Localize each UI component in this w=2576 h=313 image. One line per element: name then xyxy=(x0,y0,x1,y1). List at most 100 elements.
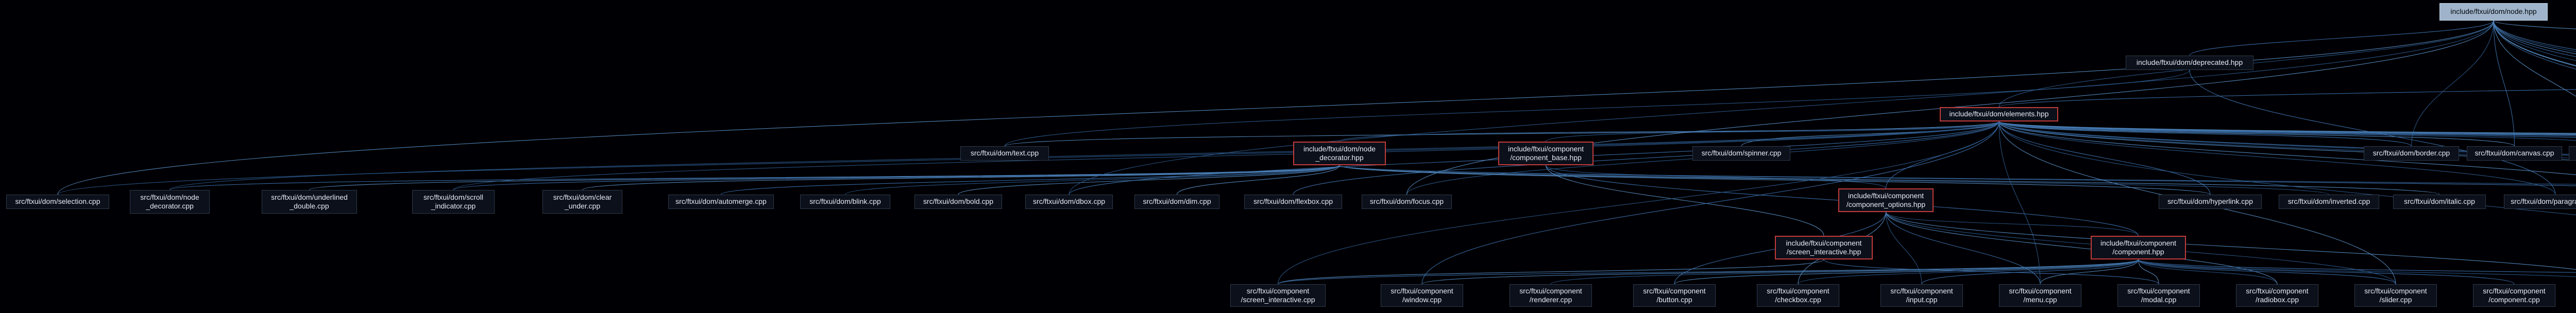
node-flexbox[interactable]: src/ftxui/dom/flexbox.cpp xyxy=(1244,195,1342,209)
node-label: /component.hpp xyxy=(2112,248,2164,256)
node-label: /input.cpp xyxy=(1906,295,1938,304)
include-edge xyxy=(1998,89,2576,108)
node-elements[interactable]: include/ftxui/dom/elements.hpp xyxy=(1940,107,2058,121)
node-node-decorator-hpp[interactable]: include/ftxui/dom/node_decorator.hpp xyxy=(1293,142,1386,165)
include-edge xyxy=(1550,259,2139,285)
node-label: include/ftxui/dom/node.hpp xyxy=(2450,7,2537,16)
include-edge xyxy=(1823,259,2159,285)
node-label: src/ftxui/component xyxy=(2127,286,2190,295)
include-edge xyxy=(1998,121,2576,134)
node-si-cpp[interactable]: src/ftxui/component/screen_interactive.c… xyxy=(1230,284,1326,307)
include-edge xyxy=(1545,165,1887,189)
node-input[interactable]: src/ftxui/component/input.cpp xyxy=(1880,284,1963,307)
include-edge xyxy=(2138,259,2515,285)
node-component-base[interactable]: include/ftxui/component/component_base.h… xyxy=(1498,142,1594,165)
node-radiobox[interactable]: src/ftxui/component/radiobox.cpp xyxy=(2236,284,2318,307)
node-scroll-indicator[interactable]: src/ftxui/dom/scroll_indicator.cpp xyxy=(412,190,495,214)
node-hyperlink[interactable]: src/ftxui/dom/hyperlink.cpp xyxy=(2159,195,2262,209)
node-label: src/ftxui/component xyxy=(1246,286,1310,295)
include-edge xyxy=(1339,165,2440,195)
node-label: src/ftxui/component xyxy=(2246,286,2309,295)
node-focus[interactable]: src/ftxui/dom/focus.cpp xyxy=(1362,195,1452,209)
include-edge xyxy=(1998,121,2576,156)
node-label: src/ftxui/dom/node xyxy=(140,193,199,201)
node-label: src/ftxui/dom/clear xyxy=(553,193,612,201)
node-window[interactable]: src/ftxui/component/window.cpp xyxy=(1381,284,1463,307)
node-label: include/ftxui/component xyxy=(2100,238,2177,247)
node-label: src/ftxui/dom/paragraph.cpp xyxy=(2511,197,2576,206)
node-menu[interactable]: src/ftxui/component/menu.cpp xyxy=(1999,284,2081,307)
node-component-cpp[interactable]: src/ftxui/component/component.cpp xyxy=(2473,284,2555,307)
node-label: src/ftxui/component xyxy=(2009,286,2072,295)
node-button[interactable]: src/ftxui/component/button.cpp xyxy=(1633,284,1716,307)
include-edge xyxy=(1339,165,2576,185)
node-label: src/ftxui/dom/dim.cpp xyxy=(1143,197,1211,206)
node-text[interactable]: src/ftxui/dom/text.cpp xyxy=(960,146,1049,161)
node-blink[interactable]: src/ftxui/dom/blink.cpp xyxy=(800,195,890,209)
node-canvas[interactable]: src/ftxui/dom/canvas.cpp xyxy=(2467,146,2562,161)
node-label: include/ftxui/dom/elements.hpp xyxy=(1949,110,2049,118)
node-checkbox[interactable]: src/ftxui/component/checkbox.cpp xyxy=(1757,284,1839,307)
include-edge xyxy=(1293,121,1999,195)
include-edge xyxy=(1885,212,2139,236)
include-edge xyxy=(1998,121,2576,159)
include-edge xyxy=(2189,69,2556,195)
include-edge xyxy=(2138,259,2278,285)
node-label: include/ftxui/dom/node xyxy=(1303,144,1376,153)
node-spinner[interactable]: src/ftxui/dom/spinner.cpp xyxy=(1692,146,1790,161)
node-label: /component.cpp xyxy=(2488,295,2540,304)
node-slider[interactable]: src/ftxui/component/slider.cpp xyxy=(2354,284,2437,307)
node-label: src/ftxui/component xyxy=(1643,286,1706,295)
include-edge xyxy=(2493,20,2576,61)
node-label: src/ftxui/dom/automerge.cpp xyxy=(675,197,767,206)
node-dim[interactable]: src/ftxui/dom/dim.cpp xyxy=(1134,195,1219,209)
include-edge xyxy=(1421,259,2139,285)
include-edge xyxy=(1277,259,2139,285)
node-modal[interactable]: src/ftxui/component/modal.cpp xyxy=(2117,284,2200,307)
node-label: src/ftxui/component xyxy=(2364,286,2427,295)
include-edge xyxy=(1004,121,1999,147)
node-automerge[interactable]: src/ftxui/dom/automerge.cpp xyxy=(668,195,774,209)
node-underlined-double[interactable]: src/ftxui/dom/underlined_double.cpp xyxy=(262,190,357,214)
node-paragraph[interactable]: src/ftxui/dom/paragraph.cpp xyxy=(2504,195,2576,209)
include-edge xyxy=(2189,20,2494,56)
include-edge xyxy=(2138,259,2576,277)
include-edge xyxy=(1277,259,1824,285)
include-edge xyxy=(1421,121,1999,285)
node-label: src/ftxui/component xyxy=(1890,286,1953,295)
node-label: /button.cpp xyxy=(1656,295,1692,304)
node-renderer[interactable]: src/ftxui/component/renderer.cpp xyxy=(1510,284,1592,307)
node-node-decorator-cpp[interactable]: src/ftxui/dom/node_decorator.cpp xyxy=(130,190,210,214)
node-dbox[interactable]: src/ftxui/dom/dbox.cpp xyxy=(1025,195,1113,209)
include-edge xyxy=(1339,121,1999,142)
include-edge xyxy=(1674,259,2139,285)
node-label: _decorator.cpp xyxy=(146,202,194,210)
node-inverted[interactable]: src/ftxui/dom/inverted.cpp xyxy=(2279,195,2379,209)
node-clear-under[interactable]: src/ftxui/dom/clear_under.cpp xyxy=(543,190,622,214)
node-label: src/ftxui/dom/underlined xyxy=(271,193,348,201)
include-edge xyxy=(1545,121,1999,142)
node-bold[interactable]: src/ftxui/dom/bold.cpp xyxy=(914,195,1002,209)
node-label: src/ftxui/component xyxy=(1519,286,1582,295)
node-deprecated[interactable]: include/ftxui/dom/deprecated.hpp xyxy=(2126,56,2253,70)
node-selection[interactable]: src/ftxui/dom/selection.cpp xyxy=(6,195,109,209)
node-label: src/ftxui/dom/canvas.cpp xyxy=(2475,149,2554,158)
node-component-hpp[interactable]: include/ftxui/component/component.hpp xyxy=(2091,236,2186,259)
node-table[interactable]: src/ftxui/dom/table.cpp xyxy=(2569,146,2576,161)
include-edge xyxy=(1998,121,2576,176)
node-label: include/ftxui/component xyxy=(1848,191,1924,200)
node-label: /renderer.cpp xyxy=(1529,295,1572,304)
node-italic[interactable]: src/ftxui/dom/italic.cpp xyxy=(2393,195,2486,209)
node-label: /component_base.hpp xyxy=(1510,153,1582,162)
node-screen-interactive-hpp[interactable]: include/ftxui/component/screen_interacti… xyxy=(1775,236,1873,259)
include-edge xyxy=(1998,121,2412,147)
include-edge xyxy=(1998,121,2576,135)
node-component-options[interactable]: include/ftxui/component/component_option… xyxy=(1838,188,1934,212)
node-border[interactable]: src/ftxui/dom/border.cpp xyxy=(2364,146,2459,161)
node-label: _indicator.cpp xyxy=(431,202,476,210)
node-label: include/ftxui/component xyxy=(1786,238,1862,247)
node-label: src/ftxui/dom/hyperlink.cpp xyxy=(2167,197,2253,206)
node-root[interactable]: include/ftxui/dom/node.hpp xyxy=(2439,3,2548,21)
include-edge xyxy=(582,165,1340,190)
